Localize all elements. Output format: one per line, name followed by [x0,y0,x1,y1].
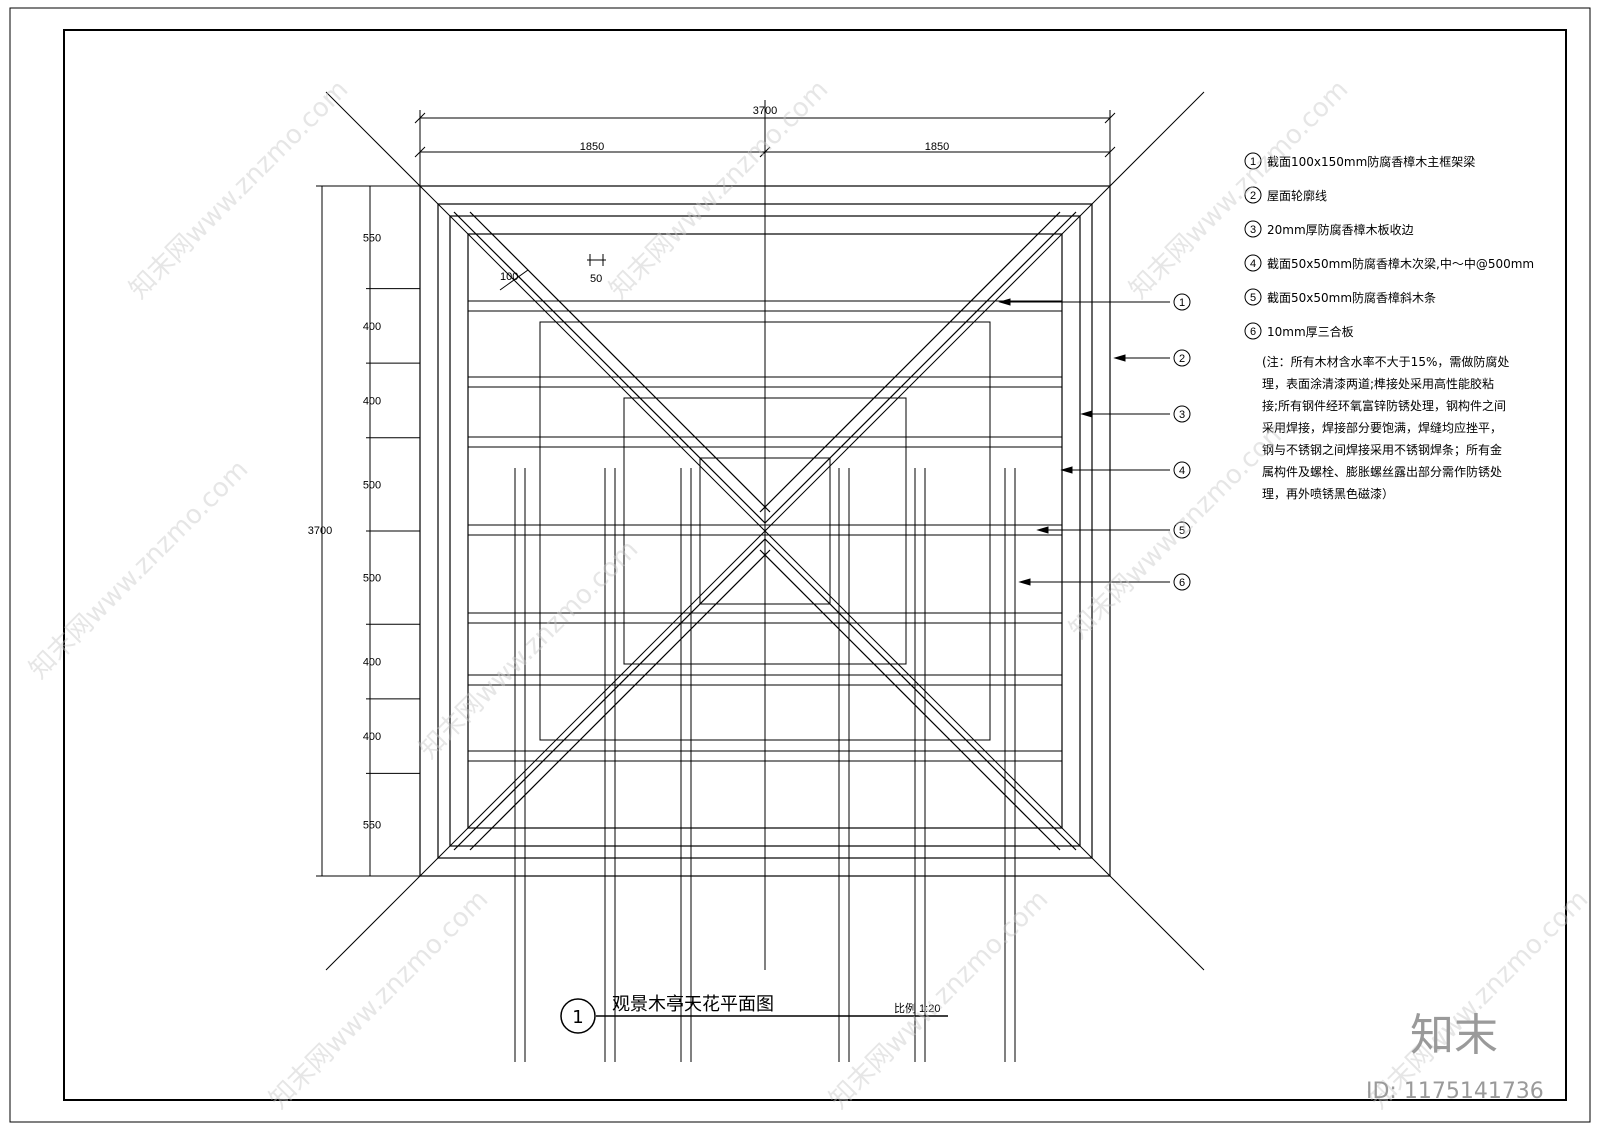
svg-text:3: 3 [1250,224,1256,236]
callout-leaders [998,298,1170,586]
spacing-label: 500 [363,573,381,585]
svg-text:2: 2 [1250,190,1256,202]
legend-item-3: 3 20mm厚防腐香樟木板收边 [1244,220,1414,238]
legend-item-6: 6 10mm厚三合板 [1244,322,1354,340]
callout-3: 3 [1173,405,1191,423]
watermark-brand: 知末 [1410,1010,1498,1061]
watermark-site-text: 知末网www.znzmo.com [24,454,255,685]
note-line: 接;所有钢件经环氧富锌防锈处理，钢构件之间 [1262,398,1506,413]
construction-notes: (注：所有木材含水率不大于15%，需做防腐处 理，表面涂清漆两道;榫接处采用高性… [1262,354,1509,501]
note-line: 属构件及螺栓、膨胀螺丝露出部分需作防锈处 [1262,464,1502,479]
note-line: 理，再外喷锈黑色磁漆） [1262,486,1394,501]
sheet-outer-border [9,7,1591,1123]
callout-6: 6 [1173,573,1191,591]
spacing-label: 400 [363,321,381,333]
watermark-site-text: 知末网www.znzmo.com [604,74,835,305]
spacing-label: 400 [363,731,381,743]
svg-text:6: 6 [1250,326,1256,338]
title-text: 观景木亭天花平面图 [612,994,774,1015]
legend-item-2: 2 屋面轮廓线 [1244,186,1327,204]
drawing-title: 1 观景木亭天花平面图 比例 1:20 [560,994,948,1034]
sheet-inner-border [63,29,1567,1101]
left-dimension-lines [316,185,420,877]
legend-item-4: 4 截面50x50mm防腐香樟木次梁,中～中@500mm [1244,254,1534,272]
title-number-circle [560,998,596,1034]
left-spacing-labels: 550 400 400 500 500 400 400 550 [363,232,381,831]
watermark-site-text: 知末网www.znzmo.com [414,534,645,765]
spacing-label: 550 [363,820,381,832]
watermark-site-text: 知末网www.znzmo.com [824,884,1055,1115]
svg-text:6: 6 [1179,577,1185,589]
title-scale: 比例 1:20 [894,1001,940,1015]
svg-text:1: 1 [1179,297,1185,309]
note-line: 钢与不锈钢之间焊接采用不锈钢焊条；所有金 [1262,442,1502,457]
callout-4: 4 [1173,461,1191,479]
callout-1: 1 [1173,293,1191,311]
callout-markers: 1 2 3 4 5 6 [1173,293,1191,591]
legend: 1 截面100x150mm防腐香樟木主框架梁 2 屋面轮廓线 3 20mm厚防腐香樟木… [1244,152,1534,340]
svg-text:5: 5 [1179,525,1185,537]
dim-overall-width: 3700 [753,105,777,117]
nested-frame [539,321,991,741]
watermark-site-text: 知末网www.znzmo.com [124,74,355,305]
nested-frame [623,397,907,665]
legend-item-5: 5 截面50x50mm防腐香樟斜木条 [1244,288,1436,306]
watermark-id: ID: 1175141736 [1366,1079,1544,1104]
dim-half-left: 1850 [580,141,604,153]
svg-text:4: 4 [1250,258,1256,270]
callout-5: 5 [1173,521,1191,539]
main-diagonal-beams [453,211,1077,851]
legend-item-1: 1 截面100x150mm防腐香樟木主框架梁 [1244,152,1475,170]
svg-text:10mm厚三合板: 10mm厚三合板 [1267,324,1354,339]
svg-text:5: 5 [1250,292,1256,304]
spacing-label: 400 [363,395,381,407]
svg-text:截面50x50mm防腐香樟木次梁,中～中@500mm: 截面50x50mm防腐香樟木次梁,中～中@500mm [1267,256,1534,271]
dim-member-small: 50 [590,273,602,285]
spacing-label: 400 [363,657,381,669]
watermark-site-text: 知末网www.znzmo.com [264,884,495,1115]
spacing-label: 500 [363,479,381,491]
member-dimension-lines [499,254,606,291]
nested-frame [699,457,831,605]
note-line: (注：所有木材含水率不大于15%，需做防腐处 [1262,354,1509,369]
svg-text:4: 4 [1179,465,1185,477]
dim-member-width: 100 [500,271,518,283]
svg-text:20mm厚防腐香樟木板收边: 20mm厚防腐香樟木板收边 [1267,222,1414,237]
svg-text:截面100x150mm防腐香樟木主框架梁: 截面100x150mm防腐香樟木主框架梁 [1267,154,1475,169]
title-number: 1 [572,1007,583,1028]
svg-text:1: 1 [1250,156,1256,168]
secondary-beam-grid [468,300,1062,1062]
svg-text:截面50x50mm防腐香樟斜木条: 截面50x50mm防腐香樟斜木条 [1267,290,1436,305]
svg-text:2: 2 [1179,353,1185,365]
dim-half-right: 1850 [925,141,949,153]
note-line: 采用焊接，焊接部分要饱满，焊缝均应挫平， [1262,420,1502,435]
note-line: 理，表面涂清漆两道;榫接处采用高性能胶粘 [1262,376,1494,391]
svg-text:3: 3 [1179,409,1185,421]
dim-overall-height: 3700 [308,525,332,537]
callout-2: 2 [1173,349,1191,367]
svg-text:屋面轮廓线: 屋面轮廓线 [1267,188,1327,203]
spacing-label: 550 [363,232,381,244]
top-dimension-lines [414,110,1116,186]
